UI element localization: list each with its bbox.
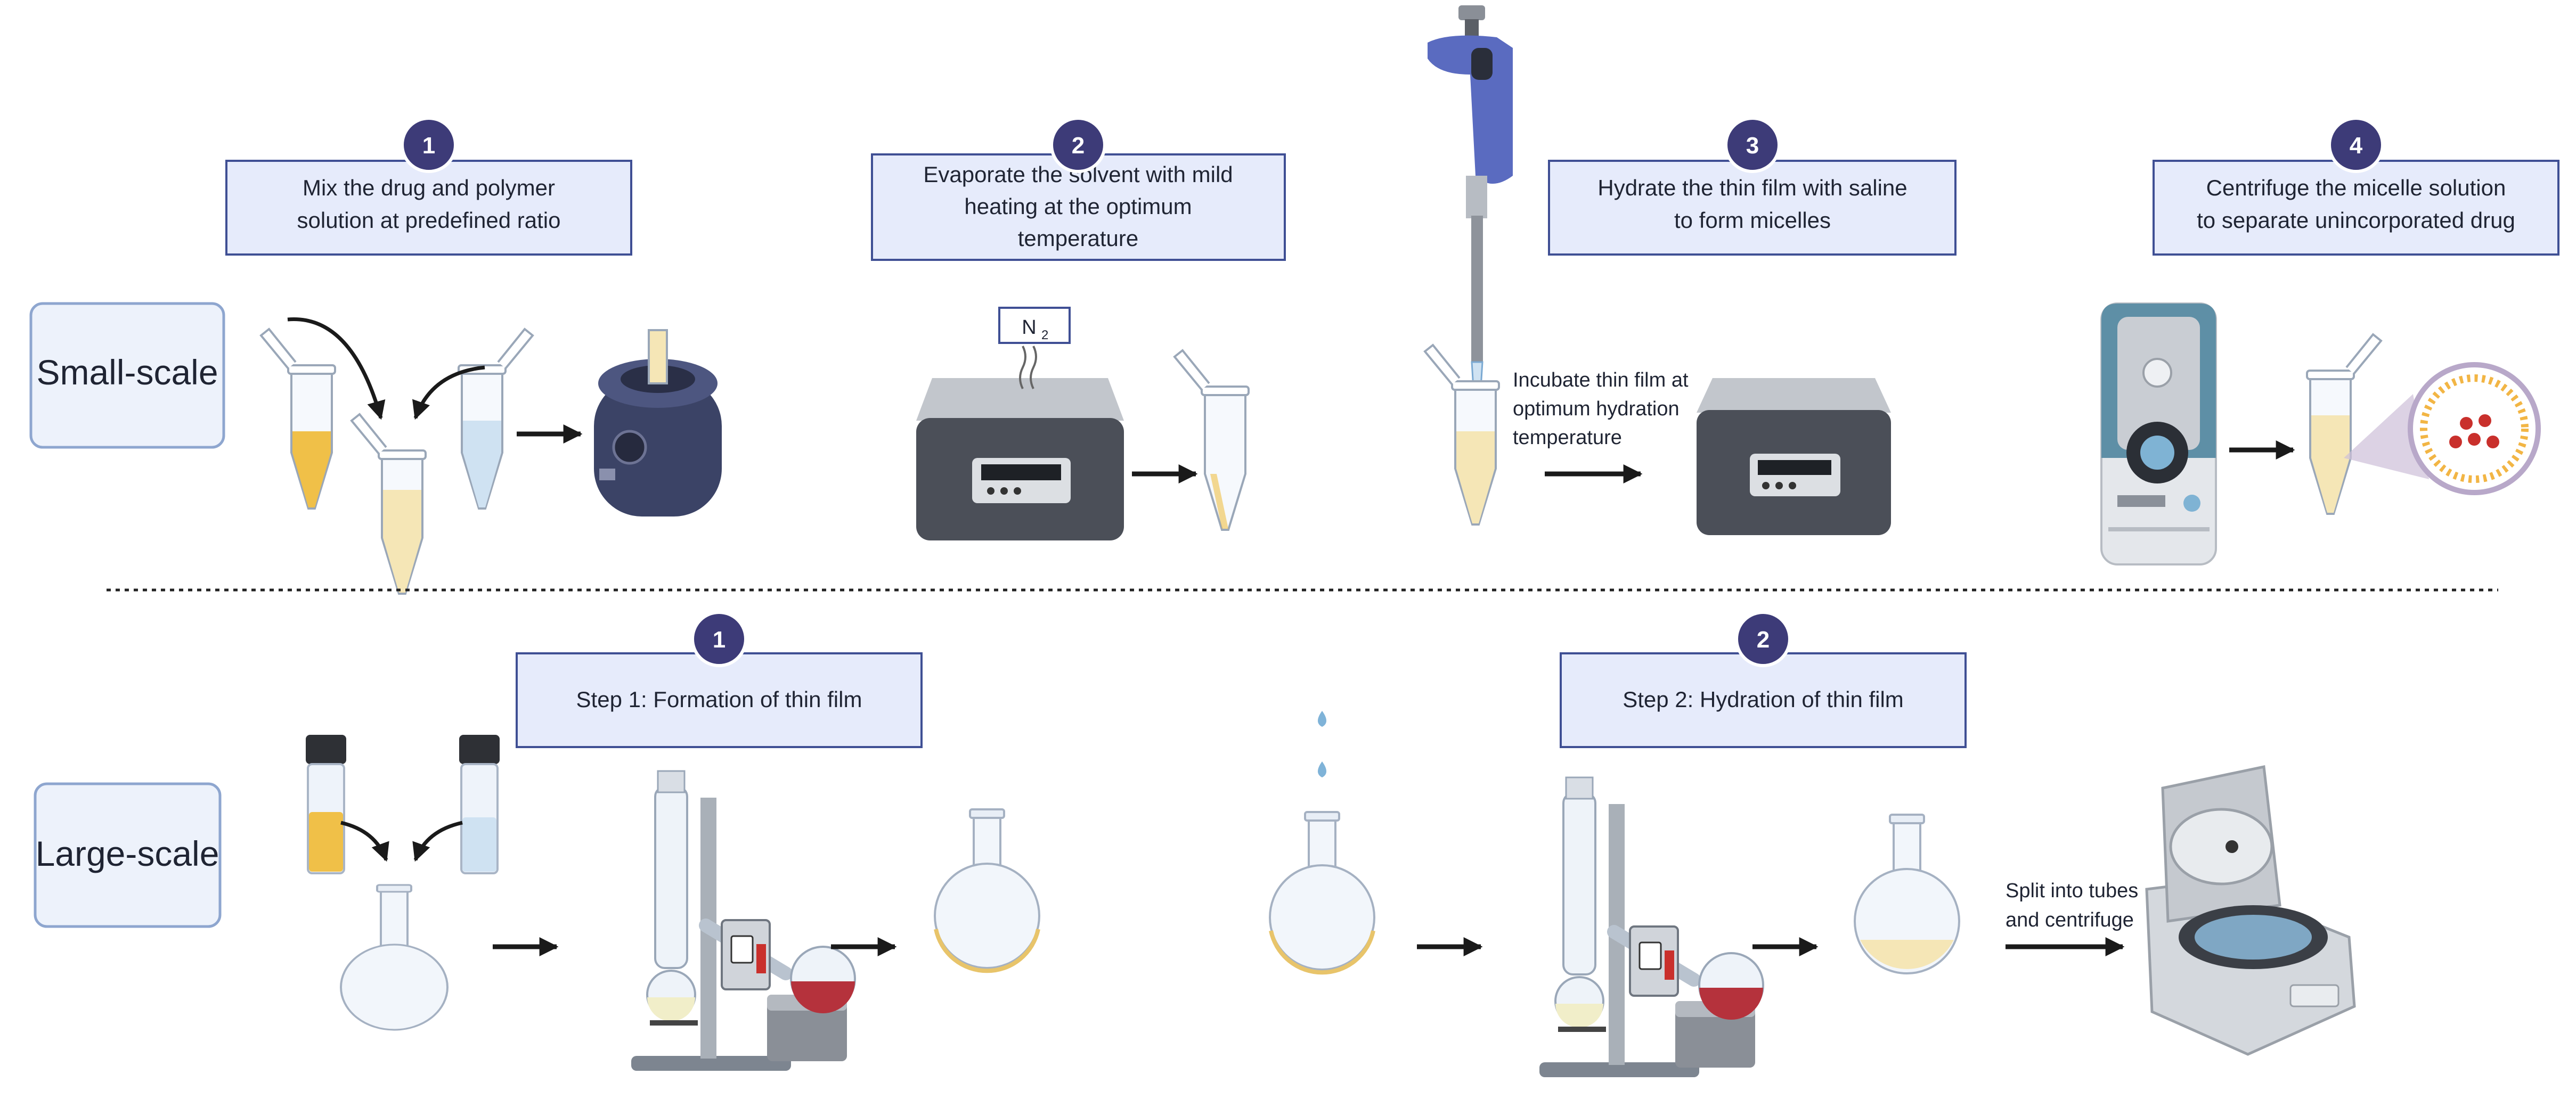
incubate-note-line-1: Incubate thin film at	[1513, 369, 1689, 391]
droplet	[1318, 761, 1326, 777]
vortex-mixer	[594, 329, 722, 516]
vial-blue	[458, 734, 501, 874]
large-step-2-line-1: Step 2: Hydration of thin film	[1623, 687, 1904, 712]
small-step-3-line-2: to form micelles	[1674, 208, 1831, 233]
small-step-2-line-3: temperature	[1018, 226, 1138, 251]
step-badge-number: 4	[2350, 133, 2363, 159]
step-badge	[401, 117, 457, 173]
tube-hydrated	[1424, 344, 1500, 526]
step-badge-number: 2	[1757, 627, 1770, 653]
pipette	[1428, 5, 1513, 406]
small-step-1-line-1: Mix the drug and polymer	[303, 175, 555, 200]
large-step-2: Step 2: Hydration of thin film 2	[1560, 611, 1967, 748]
flask-saline	[1269, 811, 1375, 975]
row-label-large-scale-text: Large-scale	[36, 834, 219, 873]
benchtop-centrifuge	[2145, 765, 2356, 1056]
step-badge	[2328, 117, 2384, 173]
step-badge	[1735, 611, 1791, 667]
step-badge	[1724, 117, 1781, 173]
tube-pale	[350, 413, 427, 595]
n2-label-subscript: 2	[1041, 328, 1048, 342]
tube-dried	[1173, 349, 1250, 531]
droplet	[1318, 711, 1326, 727]
mix-arrow-left	[340, 821, 389, 862]
small-step-2: Evaporate the solvent with mild heating …	[871, 117, 1286, 261]
small-step-3: Hydrate the thin film with saline to for…	[1548, 117, 1957, 256]
flask-micelle-solution	[1854, 814, 1960, 974]
vial-yellow	[305, 734, 347, 874]
mix-arrow-right	[412, 821, 463, 862]
n2-label-text: N	[1022, 316, 1036, 339]
step-badge-number: 3	[1746, 133, 1759, 159]
step-badge	[1050, 117, 1106, 173]
split-note-line-2: and centrifuge	[2006, 909, 2134, 931]
step-badge-number: 2	[1072, 133, 1085, 159]
row-label-large-scale: Large-scale	[34, 782, 222, 928]
mix-arrow-right	[412, 365, 485, 420]
n2-label: N 2	[998, 307, 1071, 344]
step-badge-number: 1	[713, 627, 725, 653]
flask-thin-film	[934, 808, 1040, 973]
large-step-1-line-1: Step 1: Formation of thin film	[576, 687, 862, 712]
tube-blue	[458, 328, 534, 510]
round-flask-empty	[340, 884, 449, 1031]
small-step-1: Mix the drug and polymer solution at pre…	[225, 117, 632, 256]
small-step-4-line-2: to separate unincorporated drug	[2197, 208, 2515, 233]
micelle-magnifier	[2344, 362, 2541, 495]
split-note-line-1: Split into tubes	[2006, 880, 2138, 902]
row-label-small-scale-text: Small-scale	[36, 352, 218, 392]
small-step-1-line-2: solution at predefined ratio	[297, 208, 561, 233]
step-badge	[691, 611, 747, 667]
incubate-note-line-3: temperature	[1513, 427, 1622, 449]
small-step-4-line-1: Centrifuge the micelle solution	[2206, 175, 2506, 200]
rotary-evaporator	[631, 771, 855, 1071]
incubator	[1697, 378, 1891, 535]
small-step-2-line-2: heating at the optimum	[964, 194, 1192, 219]
tube-micelle	[2306, 333, 2382, 515]
mini-centrifuge	[2100, 302, 2217, 565]
large-step-1: Step 1: Formation of thin film 1	[516, 611, 923, 748]
step-badge-number: 1	[422, 133, 435, 159]
heating-block	[916, 346, 1124, 540]
mix-arrow-left	[287, 317, 386, 420]
rotary-evaporator	[1539, 777, 1763, 1077]
small-step-4: Centrifuge the micelle solution to separ…	[2153, 117, 2559, 256]
row-label-small-scale: Small-scale	[29, 302, 225, 449]
incubate-note-line-2: optimum hydration	[1513, 398, 1680, 420]
tube-yellow	[260, 328, 336, 510]
small-step-3-line-1: Hydrate the thin film with saline	[1597, 175, 1907, 200]
